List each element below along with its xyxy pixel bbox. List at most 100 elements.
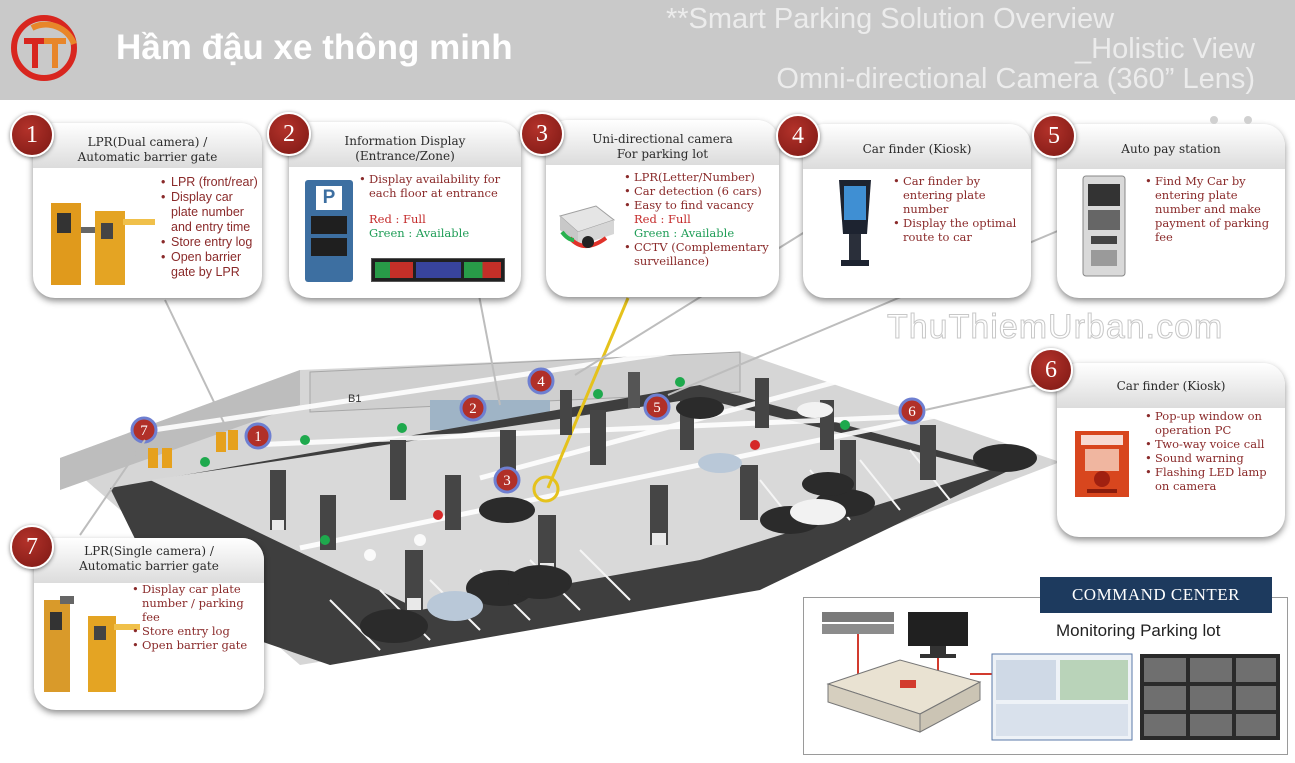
command-center-title: COMMAND CENTER (1040, 577, 1272, 613)
parking-sign-icon: P (305, 180, 353, 282)
callout-7-title: LPR(Single camera) / Automatic barrier g… (34, 544, 264, 574)
floor-level-label: B1 (348, 393, 361, 405)
callout-number-2: 2 (267, 112, 311, 156)
callout-3-title-line1: Uni-directional camera (592, 132, 733, 146)
callout-car-finder-kiosk-alarm: Car finder (Kiosk) Pop-up window on oper… (1057, 363, 1285, 537)
callout-2-bullets: Display availability for each floor at e… (359, 172, 519, 240)
barrier-gate-icon (44, 596, 140, 692)
callout-7-title-line1: LPR(Single camera) / (84, 544, 214, 558)
callout-title-bar (546, 120, 779, 165)
callout-number-6: 6 (1029, 348, 1073, 392)
bullet: Display car plate number and entry time (161, 190, 259, 235)
floor-marker-3: 3 (503, 473, 511, 489)
callout-7-title-line2: Automatic barrier gate (79, 559, 219, 573)
camera-icon (558, 205, 616, 248)
overview-title-line2: _Holistic View (1075, 33, 1255, 65)
emergency-call-icon (1075, 431, 1129, 497)
callout-lpr-dual-camera: LPR(Dual camera) / Automatic barrier gat… (33, 123, 262, 298)
command-center-panel (803, 597, 1288, 755)
callout-6-title: Car finder (Kiosk) (1057, 379, 1285, 394)
bullet: Two-way voice call (1145, 437, 1280, 451)
control-room-illustration (822, 612, 1280, 741)
callout-3-title: Uni-directional camera For parking lot (546, 132, 779, 162)
callout-4-bullets: Car finder by entering plate number Disp… (893, 174, 1028, 244)
bullet: Store entry log (132, 624, 260, 638)
parking-sign-letter: P (316, 186, 342, 210)
bullet: Flashing LED lamp on camera (1145, 465, 1280, 493)
tt-logo-icon (11, 15, 77, 81)
callout-number-1: 1 (10, 113, 54, 157)
parking-floor-illustration: 7 1 2 4 5 3 6 B1 (60, 229, 1061, 665)
callout-2-title-line1: Information Display (344, 134, 466, 148)
callout-2-title-line2: (Entrance/Zone) (355, 149, 455, 163)
kiosk-icon (839, 180, 871, 266)
floor-marker-7: 7 (140, 423, 148, 439)
callout-1-title-line2: Automatic barrier gate (77, 150, 218, 164)
bullet: Sound warning (1145, 451, 1280, 465)
callout-uni-directional-camera: Uni-directional camera For parking lot L… (546, 120, 779, 297)
callout-1-title-line1: LPR(Dual camera) / (87, 135, 208, 149)
callout-title-bar (803, 124, 1031, 169)
callout-number-7: 7 (10, 525, 54, 569)
decorative-dot (1244, 116, 1252, 124)
callout-title-bar (289, 122, 521, 167)
bullet: Pop-up window on operation PC (1145, 409, 1280, 437)
overview-title-line1: **Smart Parking Solution Overview (665, 3, 1115, 35)
floor-marker-4: 4 (537, 374, 545, 390)
callout-number-5: 5 (1032, 114, 1076, 158)
floor-marker-1: 1 (254, 429, 262, 445)
watermark-text: ThuThiemUrban.com (886, 308, 1224, 347)
bullet: Open barrier gate by LPR (161, 250, 259, 280)
callout-information-display: Information Display (Entrance/Zone) P Di… (289, 122, 521, 298)
command-center-subtitle: Monitoring Parking lot (1056, 621, 1221, 640)
bullet: LPR (front/rear) (161, 175, 259, 190)
bullet: Car finder by entering plate number (893, 174, 1028, 216)
callout-6-bullets: Pop-up window on operation PC Two-way vo… (1145, 409, 1280, 493)
bullet: Find My Car by entering plate number and… (1145, 174, 1275, 244)
legend-green: Green : Available (634, 226, 735, 240)
bullet: Display availability for each floor at e… (359, 172, 519, 200)
led-display-board-icon (371, 258, 505, 282)
bullet: Display car plate number / parking fee (132, 582, 260, 624)
header-bar: Hầm đậu xe thông minh **Smart Parking So… (0, 0, 1295, 100)
callout-title-bar (34, 538, 264, 583)
callout-number-4: 4 (776, 114, 820, 158)
decorative-dot (1210, 116, 1218, 124)
callout-6-title-line1: Car finder (Kiosk) (1116, 379, 1226, 393)
bullet: CCTV (Complementary surveillance) (624, 240, 774, 268)
callout-7-bullets: Display car plate number / parking fee S… (132, 582, 260, 652)
floor-marker-5: 5 (653, 400, 661, 416)
callout-5-title-line1: Auto pay station (1121, 142, 1221, 156)
bullet: Open barrier gate (132, 638, 260, 652)
bullet: Easy to find vacancy (624, 198, 774, 212)
legend-green: Green : Available (369, 226, 470, 240)
floor-marker-2: 2 (469, 401, 477, 417)
callout-title-bar (33, 123, 262, 168)
callout-title-bar (1057, 124, 1285, 169)
callout-number-3: 3 (520, 112, 564, 156)
callout-1-bullets: LPR (front/rear) Display car plate numbe… (161, 175, 259, 280)
barrier-gate-icon (51, 203, 155, 285)
pay-station-icon (1082, 175, 1126, 277)
overview-title-line3: Omni-directional Camera (360” Lens) (776, 63, 1255, 95)
callout-1-title: LPR(Dual camera) / Automatic barrier gat… (33, 135, 262, 165)
callout-2-title: Information Display (Entrance/Zone) (289, 134, 521, 164)
callout-5-bullets: Find My Car by entering plate number and… (1145, 174, 1275, 244)
callout-5-title: Auto pay station (1057, 142, 1285, 157)
callout-4-title: Car finder (Kiosk) (803, 142, 1031, 157)
legend-red: Red : Full (369, 212, 426, 226)
overview-title: **Smart Parking Solution Overview _Holis… (615, 4, 1255, 94)
callout-car-finder-kiosk: Car finder (Kiosk) Car finder by enterin… (803, 124, 1031, 298)
bullet: Store entry log (161, 235, 259, 250)
legend-red: Red : Full (634, 212, 691, 226)
back-wall (60, 370, 300, 490)
callout-lpr-single-camera: LPR(Single camera) / Automatic barrier g… (34, 538, 264, 710)
callout-title-bar (1057, 363, 1285, 408)
bullet: Display the optimal route to car (893, 216, 1028, 244)
bullet: LPR(Letter/Number) (624, 170, 774, 184)
callout-3-bullets: LPR(Letter/Number) Car detection (6 cars… (624, 170, 774, 268)
callout-3-title-line2: For parking lot (616, 147, 709, 161)
bullet: Car detection (6 cars) (624, 184, 774, 198)
callout-auto-pay-station: Auto pay station Find My Car by entering… (1057, 124, 1285, 298)
floor-marker-6: 6 (908, 404, 916, 420)
